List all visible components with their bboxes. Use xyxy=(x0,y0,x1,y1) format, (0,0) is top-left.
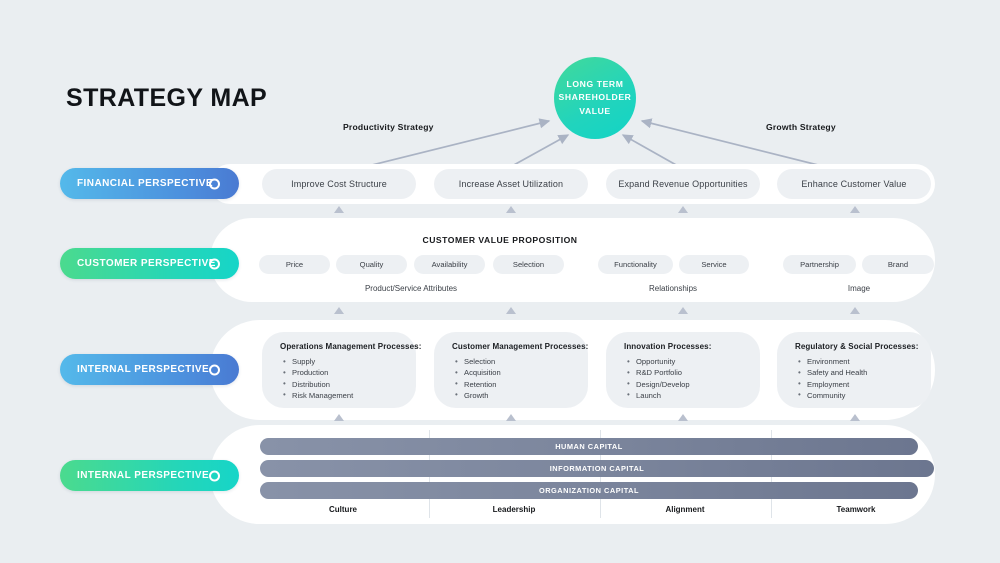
perspective-pill-customer[interactable]: CUSTOMER PERSPECTIVE xyxy=(60,248,239,279)
perspective-pill-financial-label: FINANCIAL PERSPECTIVE xyxy=(77,178,213,189)
circle-icon xyxy=(209,178,220,189)
perspective-pill-learning[interactable]: INTERNAL PERSPECTIVE xyxy=(60,460,239,491)
objective-improve-cost-structure[interactable]: Improve Cost Structure xyxy=(262,169,416,199)
cvp-group-label-relationships: Relationships xyxy=(648,284,698,293)
perspective-pill-internal[interactable]: INTERNAL PERSPECTIVE xyxy=(60,354,239,385)
circle-icon xyxy=(209,258,220,269)
list-item: Employment xyxy=(798,378,931,390)
process-card-title: Operations Management Processes: xyxy=(280,342,422,351)
hub-line-3: VALUE xyxy=(579,105,611,116)
cvp-chip-service[interactable]: Service xyxy=(679,255,749,274)
up-triangle-icon xyxy=(334,414,344,421)
list-item: R&D Portfolio xyxy=(627,367,760,379)
list-item: Distribution xyxy=(283,378,416,390)
list-item: Supply xyxy=(283,355,416,367)
list-item: Environment xyxy=(798,355,931,367)
cvp-chip-functionality[interactable]: Functionality xyxy=(598,255,673,274)
up-triangle-icon xyxy=(506,414,516,421)
list-item: Risk Management xyxy=(283,389,416,401)
objective-enhance-customer-value[interactable]: Enhance Customer Value xyxy=(777,169,931,199)
process-card-list: Selection Acquisition Retention Growth xyxy=(452,355,588,401)
capital-footer-culture: Culture xyxy=(329,505,357,514)
list-item: Safety and Health xyxy=(798,367,931,379)
perspective-pill-customer-label: CUSTOMER PERSPECTIVE xyxy=(77,258,216,269)
process-card-list: Supply Production Distribution Risk Mana… xyxy=(280,355,416,401)
cvp-chip-selection[interactable]: Selection xyxy=(493,255,564,274)
arrow-expand-revenue-opportunities xyxy=(621,134,679,167)
up-triangle-icon xyxy=(678,414,688,421)
cvp-group-label-product-service-attributes: Product/Service Attributes xyxy=(364,284,458,293)
cvp-chip-partnership[interactable]: Partnership xyxy=(783,255,856,274)
up-triangle-icon xyxy=(334,206,344,213)
arrow-increase-asset-utilization xyxy=(511,134,570,167)
up-triangle-icon xyxy=(334,307,344,314)
productivity-strategy-label: Productivity Strategy xyxy=(343,122,434,132)
process-card-title: Regulatory & Social Processes: xyxy=(795,342,919,351)
cvp-chip-brand[interactable]: Brand xyxy=(862,255,934,274)
circle-icon xyxy=(209,470,220,481)
process-card-title: Customer Management Processes: xyxy=(452,342,589,351)
process-card-regulatory-social[interactable]: Regulatory & Social Processes: Environme… xyxy=(777,332,931,408)
growth-strategy-label: Growth Strategy xyxy=(766,122,836,132)
up-triangle-icon xyxy=(850,414,860,421)
capital-bar-organization[interactable]: ORGANIZATION CAPITAL xyxy=(260,482,918,499)
long-term-shareholder-value-circle: LONG TERM SHAREHOLDER VALUE xyxy=(554,57,636,139)
circle-icon xyxy=(209,364,220,375)
capital-bar-human[interactable]: HUMAN CAPITAL xyxy=(260,438,918,455)
objective-increase-asset-utilization[interactable]: Increase Asset Utilization xyxy=(434,169,588,199)
list-item: Selection xyxy=(455,355,588,367)
up-triangle-icon xyxy=(678,206,688,213)
list-item: Production xyxy=(283,367,416,379)
process-card-customer-management[interactable]: Customer Management Processes: Selection… xyxy=(434,332,588,408)
cvp-chip-price[interactable]: Price xyxy=(259,255,330,274)
process-card-title: Innovation Processes: xyxy=(624,342,712,351)
capital-footer-leadership: Leadership xyxy=(492,505,536,514)
up-triangle-icon xyxy=(850,206,860,213)
perspective-pill-internal-label: INTERNAL PERSPECTIVE xyxy=(77,364,210,375)
list-item: Retention xyxy=(455,378,588,390)
process-card-operations-management[interactable]: Operations Management Processes: Supply … xyxy=(262,332,422,408)
process-card-list: Environment Safety and Health Employment… xyxy=(795,355,931,401)
process-card-innovation[interactable]: Innovation Processes: Opportunity R&D Po… xyxy=(606,332,760,408)
process-card-list: Opportunity R&D Portfolio Design/Develop… xyxy=(624,355,760,401)
cvp-chip-availability[interactable]: Availability xyxy=(414,255,485,274)
perspective-pill-learning-label: INTERNAL PERSPECTIVE xyxy=(77,470,210,481)
hub-line-1: LONG TERM xyxy=(566,79,624,90)
capital-footer-teamwork: Teamwork xyxy=(836,505,876,514)
list-item: Acquisition xyxy=(455,367,588,379)
capital-bar-information[interactable]: INFORMATION CAPITAL xyxy=(260,460,934,477)
capital-footer-alignment: Alignment xyxy=(665,505,705,514)
up-triangle-icon xyxy=(678,307,688,314)
up-triangle-icon xyxy=(506,307,516,314)
perspective-pill-financial[interactable]: FINANCIAL PERSPECTIVE xyxy=(60,168,239,199)
list-item: Opportunity xyxy=(627,355,760,367)
up-triangle-icon xyxy=(850,307,860,314)
objective-expand-revenue-opportunities[interactable]: Expand Revenue Opportunities xyxy=(606,169,760,199)
up-triangle-icon xyxy=(506,206,516,213)
cvp-chip-quality[interactable]: Quality xyxy=(336,255,407,274)
page-title: STRATEGY MAP xyxy=(66,84,268,112)
list-item: Launch xyxy=(627,389,760,401)
cvp-group-label-image: Image xyxy=(847,284,871,293)
hub-line-2: SHAREHOLDER xyxy=(558,92,632,103)
list-item: Community xyxy=(798,389,931,401)
customer-value-proposition-heading: CUSTOMER VALUE PROPOSITION xyxy=(422,235,578,245)
list-item: Design/Develop xyxy=(627,378,760,390)
list-item: Growth xyxy=(455,389,588,401)
